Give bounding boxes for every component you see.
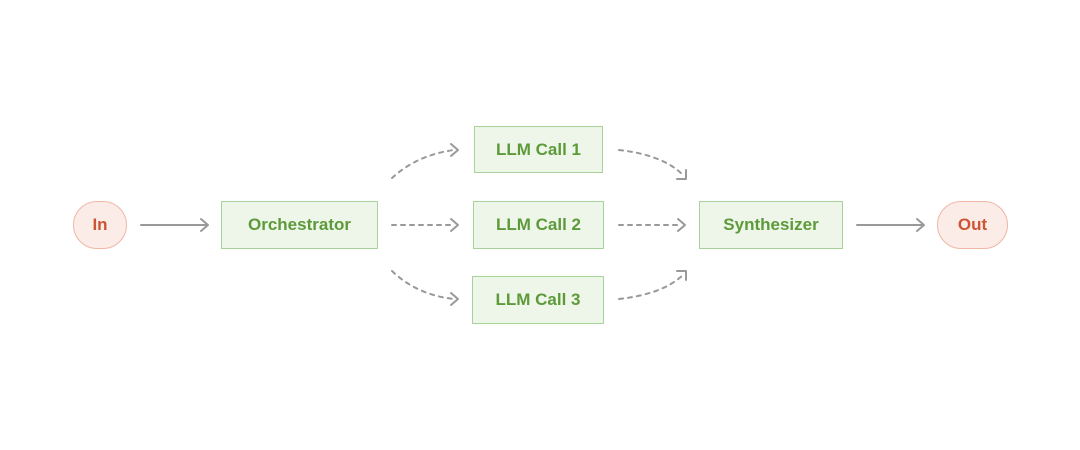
llm-call-2-node: LLM Call 2 <box>473 201 604 249</box>
arrow-in-to-orchestrator <box>140 218 209 232</box>
arrow-llm-call-2-to-synthesizer <box>618 218 686 232</box>
arrow-orchestrator-to-llm-call-2 <box>391 218 459 232</box>
orchestrator-node: Orchestrator <box>221 201 378 249</box>
output-node-label: Out <box>957 215 988 234</box>
synthesizer-node: Synthesizer <box>699 201 843 249</box>
llm-call-3-node: LLM Call 3 <box>472 276 604 324</box>
input-node-label: In <box>92 215 108 234</box>
llm-call-1-label: LLM Call 1 <box>495 139 581 159</box>
arrow-orchestrator-to-llm-call-3 <box>391 270 459 306</box>
arrow-orchestrator-to-llm-call-1 <box>391 143 459 179</box>
llm-call-3-label: LLM Call 3 <box>495 290 581 309</box>
input-node: In <box>73 201 127 249</box>
arrow-llm-call-1-to-synthesizer <box>618 149 687 180</box>
arrow-llm-call-3-to-synthesizer <box>618 270 687 300</box>
llm-call-1-node: LLM Call 1 <box>474 126 603 173</box>
llm-call-2-label: LLM Call 2 <box>495 215 581 234</box>
orchestrator-node-label: Orchestrator <box>248 215 351 234</box>
output-node: Out <box>937 201 1008 249</box>
arrow-synthesizer-to-out <box>856 218 925 232</box>
synthesizer-node-label: Synthesizer <box>723 215 819 234</box>
